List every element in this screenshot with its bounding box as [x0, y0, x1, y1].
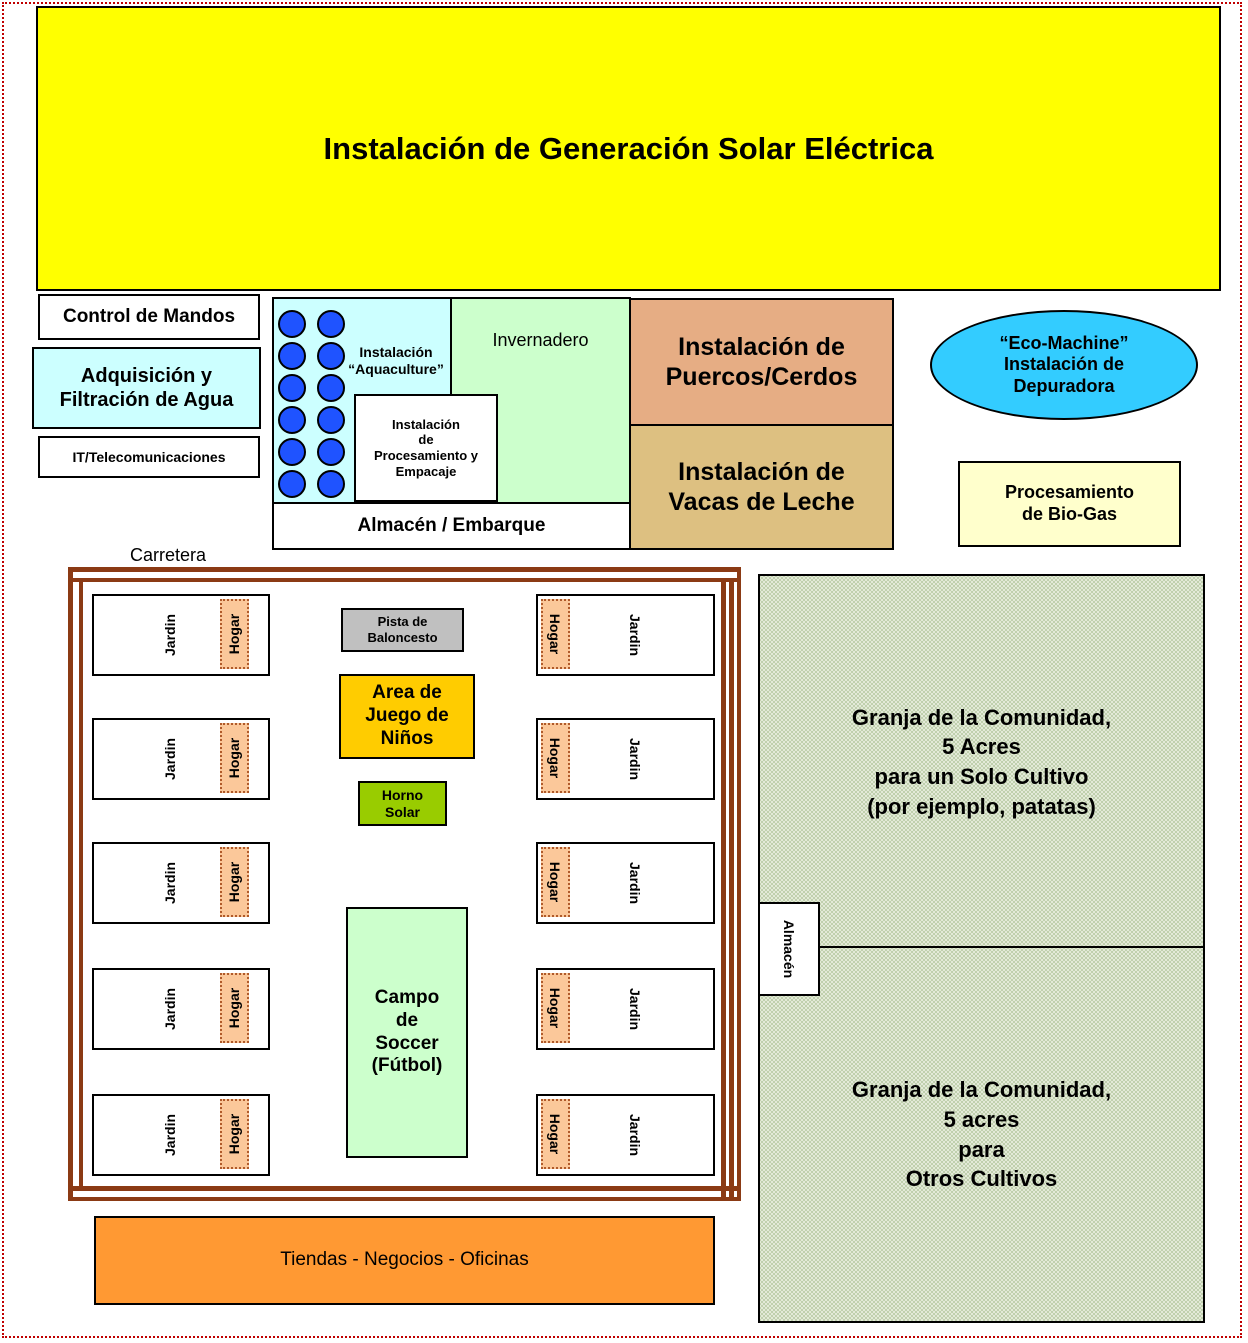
- fish-tank: [278, 374, 306, 402]
- eco-machine-treatment: “Eco-Machine” Instalación de Depuradora: [930, 310, 1198, 420]
- warehouse-shipping: Almacén / Embarque: [272, 502, 631, 550]
- basketball-court: Pista de Baloncesto: [341, 608, 464, 652]
- fish-tank: [317, 438, 345, 466]
- home-label: Hogar: [220, 973, 249, 1043]
- road: [68, 567, 73, 1201]
- fish-tank: [317, 310, 345, 338]
- fish-tank: [317, 406, 345, 434]
- fish-tank: [278, 342, 306, 370]
- home-label: Hogar: [541, 723, 570, 793]
- community-farm-single-crop: Granja de la Comunidad, 5 Acres para un …: [758, 574, 1205, 950]
- garden-label: Jardin: [627, 737, 644, 781]
- solar-generation-facility: Instalación de Generación Solar Eléctric…: [36, 6, 1221, 291]
- soccer-field: Campo de Soccer (Fútbol): [346, 907, 468, 1158]
- road: [68, 1186, 741, 1191]
- road: [79, 578, 83, 1190]
- garden-label: Jardin: [162, 613, 179, 657]
- pig-facility: Instalación de Puercos/Cerdos: [629, 298, 894, 426]
- shops-businesses-offices: Tiendas - Negocios - Oficinas: [94, 1216, 715, 1305]
- control-room: Control de Mandos: [38, 294, 260, 340]
- road: [721, 578, 726, 1201]
- home-label: Hogar: [541, 847, 570, 917]
- childrens-playground: Area de Juego de Niños: [339, 674, 475, 759]
- fish-tank: [278, 310, 306, 338]
- garden-label: Jardin: [627, 1113, 644, 1157]
- fish-tank: [317, 374, 345, 402]
- home-label: Hogar: [220, 847, 249, 917]
- fish-tank: [278, 438, 306, 466]
- road: [729, 578, 734, 1201]
- garden-label: Jardin: [627, 861, 644, 905]
- farm-storage: Almacén: [758, 902, 820, 996]
- home-label: Hogar: [541, 1099, 570, 1169]
- fish-tank: [278, 406, 306, 434]
- processing-packaging-facility: Instalación de Procesamiento y Empacaje: [354, 394, 498, 502]
- road: [68, 1197, 741, 1201]
- home-label: Hogar: [541, 599, 570, 669]
- dairy-cow-facility: Instalación de Vacas de Leche: [629, 424, 894, 550]
- aquaculture-label: Instalación “Aquaculture”: [348, 344, 444, 377]
- greenhouse-label: Invernadero: [492, 330, 589, 350]
- garden-label: Jardin: [627, 613, 644, 657]
- road: [68, 567, 741, 572]
- community-farm-other-crops: Granja de la Comunidad, 5 acres para Otr…: [758, 946, 1205, 1323]
- biogas-processing: Procesamiento de Bio-Gas: [958, 461, 1181, 547]
- water-filtration: Adquisición y Filtración de Agua: [32, 347, 261, 429]
- home-label: Hogar: [220, 599, 249, 669]
- road: [737, 567, 741, 1201]
- road: [68, 578, 741, 582]
- garden-label: Jardin: [162, 1113, 179, 1157]
- road-label: Carretera: [130, 545, 207, 565]
- home-label: Hogar: [220, 1099, 249, 1169]
- garden-label: Jardin: [162, 737, 179, 781]
- fish-tank: [317, 470, 345, 498]
- fish-tank: [317, 342, 345, 370]
- garden-label: Jardin: [162, 987, 179, 1031]
- garden-label: Jardin: [627, 987, 644, 1031]
- it-telecom: IT/Telecomunicaciones: [38, 436, 260, 478]
- solar-oven: Horno Solar: [358, 781, 447, 826]
- home-label: Hogar: [541, 973, 570, 1043]
- garden-label: Jardin: [162, 861, 179, 905]
- fish-tank: [278, 470, 306, 498]
- home-label: Hogar: [220, 723, 249, 793]
